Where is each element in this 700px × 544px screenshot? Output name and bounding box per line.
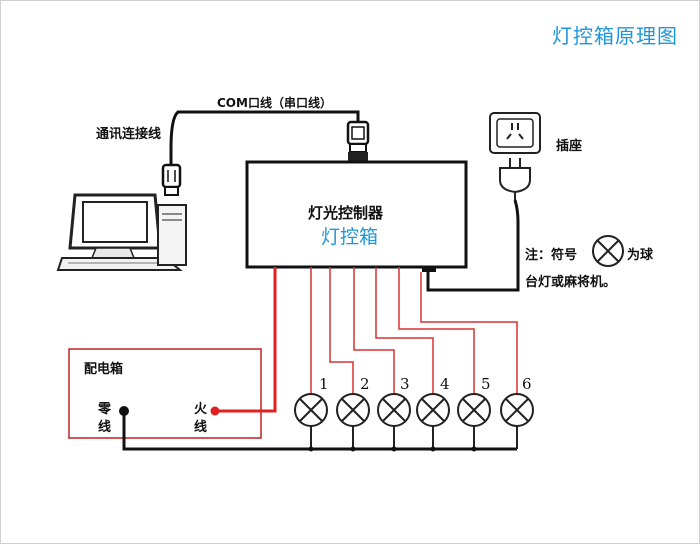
distribution-box [68,348,262,439]
live-label-2: 线 [194,420,208,435]
controller-label: 灯光控制器 [308,204,384,222]
lamp-6 [500,393,534,449]
lamps [294,393,534,449]
live-label-1: 火 [194,402,208,417]
lamp-4 [416,393,450,449]
note-line2: 台灯或麻将机。 [525,275,617,290]
note-prefix: 注：符号 [525,248,578,263]
controller-box [245,160,468,269]
computer-icon [56,193,187,271]
com-plug-icon [346,120,370,162]
socket-icon [489,112,541,200]
neutral-label-1: 零 [98,402,112,417]
lamp-3 [377,393,411,449]
lamp-number-5: 5 [481,375,491,393]
live-terminal [210,406,220,416]
lamp-number-2: 2 [360,375,370,393]
lamp-number-1: 1 [319,375,329,393]
distribution-box-label: 配电箱 [84,362,124,377]
lamp-wires [310,267,518,394]
note-suffix: 为球 [627,248,654,263]
lamp-number-3: 3 [400,375,410,393]
lamp-1 [294,393,328,449]
socket-label: 插座 [556,139,583,154]
page-title: 灯控箱原理图 [552,24,678,48]
lamp-5 [457,393,491,449]
controller-box-label: 灯控箱 [321,226,379,248]
usb-plug-icon [161,110,360,196]
lamp-number-4: 4 [440,375,450,393]
comm-cable-label: 通讯连接线 [96,127,162,142]
lamp-number-6: 6 [522,375,532,393]
lamp-2 [336,393,370,449]
com-cable-label: COM口线（串口线） [217,96,332,110]
lamp-symbol-icon [592,235,624,267]
neutral-label-2: 线 [98,420,112,435]
